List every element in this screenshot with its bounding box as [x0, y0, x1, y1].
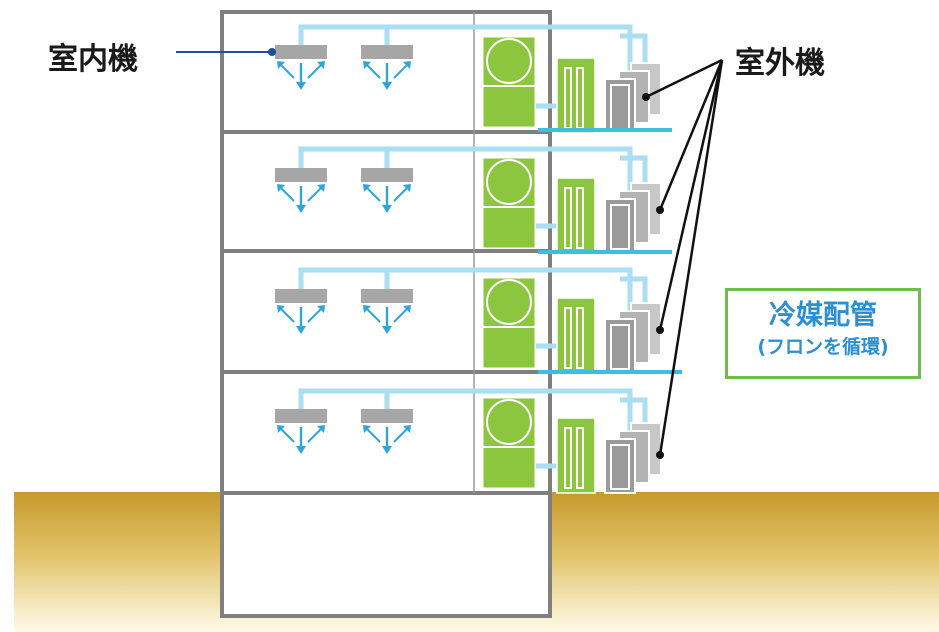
- floor-1: [273, 24, 672, 134]
- floor-4: [273, 388, 662, 494]
- outdoor-leader-dots: [642, 93, 664, 459]
- outdoor-unit-icon: [556, 297, 662, 374]
- refrigerant-piping-subtitle: (フロンを循環): [757, 336, 889, 358]
- tank-icon: [482, 157, 536, 249]
- tank-icon: [482, 36, 536, 128]
- floor-3: [273, 267, 682, 374]
- floor-2: [273, 146, 672, 254]
- outdoor-unit-label: 室外機: [735, 46, 825, 81]
- tank-icon: [482, 277, 536, 369]
- outdoor-leader-lines: [645, 58, 724, 456]
- indoor-leader-dot: [268, 48, 276, 56]
- outdoor-unit-icon: [556, 417, 662, 494]
- tank-icon: [482, 397, 536, 489]
- refrigerant-piping-box: 冷媒配管 (フロンを循環): [725, 288, 921, 379]
- refrigerant-piping-title: 冷媒配管: [769, 300, 877, 331]
- indoor-unit-label: 室内機: [48, 42, 138, 77]
- outdoor-unit-icon: [556, 177, 662, 254]
